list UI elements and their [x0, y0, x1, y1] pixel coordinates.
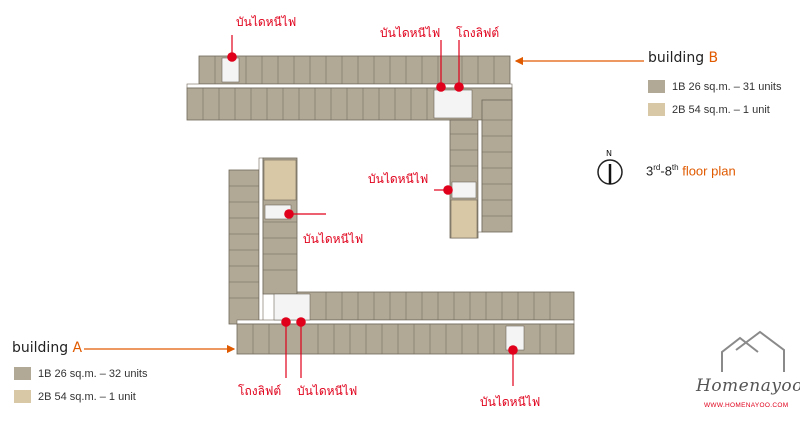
legend-swatch-2b	[14, 390, 31, 403]
fire-stair-marker-1	[227, 52, 237, 62]
building-b-legend-2b: 2B 54 sq.m. – 1 unit	[648, 103, 770, 116]
fire-stair-marker-4	[284, 209, 294, 219]
fire-stair-marker-2	[436, 82, 446, 92]
fire-stair-marker-6	[508, 345, 518, 355]
legend-text: 2B 54 sq.m. – 1 unit	[672, 103, 770, 116]
lift-marker-bottom	[281, 317, 291, 327]
marker-leaders	[231, 35, 514, 386]
building-b-plan	[186, 55, 513, 239]
building-a-plan	[228, 157, 575, 355]
homenayoo-logo-text: Homenayoo	[696, 376, 800, 396]
legend-swatch-2b	[648, 103, 665, 116]
building-a-letter: A	[72, 340, 83, 356]
building-a-legend-1b: 1B 26 sq.m. – 32 units	[14, 367, 147, 380]
lift-hall-label-top: โถงลิฟต์	[456, 26, 500, 40]
homenayoo-url: WWW.HOMENAYOO.COM	[704, 402, 789, 409]
fire-stair-label-1: บันไดหนีไฟ	[236, 15, 297, 29]
building-a-legend-2b: 2B 54 sq.m. – 1 unit	[14, 390, 136, 403]
homenayoo-logo-icon	[721, 330, 785, 372]
legend-text: 1B 26 sq.m. – 31 units	[672, 80, 782, 93]
fire-stair-label-3: บันไดหนีไฟ	[368, 172, 429, 186]
legend-swatch-1b	[648, 80, 665, 93]
fire-stair-marker-5	[296, 317, 306, 327]
building-b-legend-1b: 1B 26 sq.m. – 31 units	[648, 80, 781, 93]
lift-marker-top	[454, 82, 464, 92]
location-markers	[227, 52, 518, 355]
building-b-label: building B	[648, 50, 719, 66]
building-a-label: building A	[12, 340, 83, 356]
fire-stair-label-6: บันไดหนีไฟ	[480, 395, 541, 409]
legend-swatch-1b	[14, 367, 31, 380]
fire-stair-label-2: บันไดหนีไฟ	[380, 26, 441, 40]
fire-stair-label-4: บันไดหนีไฟ	[303, 232, 364, 246]
lift-hall-label-bottom: โถงลิฟต์	[238, 384, 282, 398]
compass-icon	[597, 159, 623, 185]
legend-text: 1B 26 sq.m. – 32 units	[38, 367, 148, 380]
floor-plan-title: 3rd-8th floor plan	[646, 163, 736, 179]
compass-north-label: N	[606, 149, 612, 158]
fire-stair-marker-3	[443, 185, 453, 195]
building-b-letter: B	[708, 50, 719, 66]
fire-stair-label-5: บันไดหนีไฟ	[297, 384, 358, 398]
legend-text: 2B 54 sq.m. – 1 unit	[38, 390, 136, 403]
